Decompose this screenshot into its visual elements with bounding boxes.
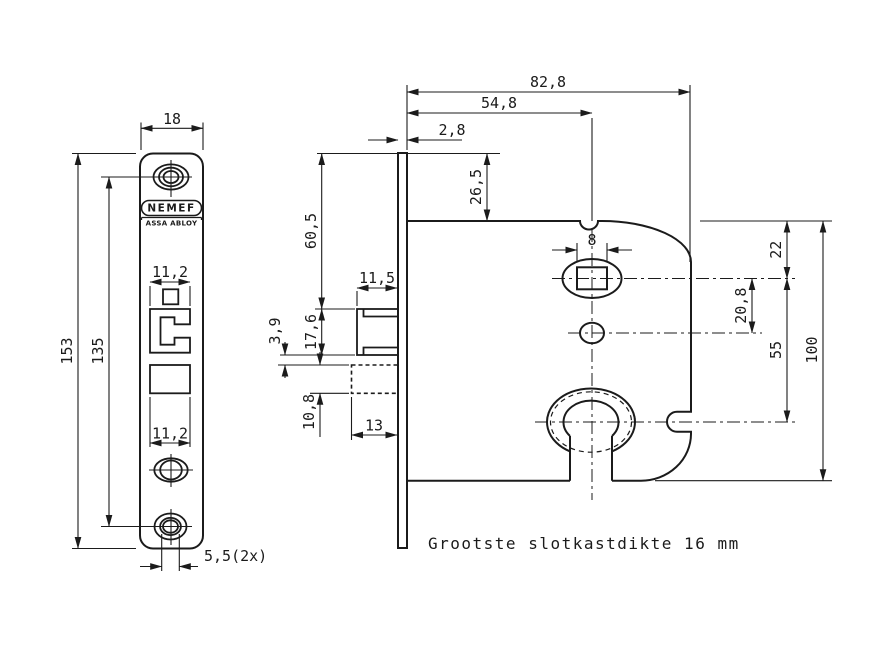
brand-logo-border	[140, 199, 203, 217]
dim-screw-holes: 5,5(2x)	[204, 547, 267, 565]
dim-bolt-cutout-width: 11,2	[152, 425, 188, 443]
side-view	[350, 152, 692, 549]
forend-plate	[397, 152, 408, 549]
latch-bolt	[356, 308, 399, 356]
dim-spindle-square: 8	[587, 231, 596, 249]
dim-latch-protrusion: 11,5	[359, 269, 395, 287]
keyhole	[546, 387, 636, 481]
brand-logo-text: NEMEF	[147, 203, 195, 215]
dim-total-depth: 82,8	[530, 73, 566, 91]
faceplate-outline	[139, 152, 204, 550]
deadbolt-hidden	[350, 364, 399, 395]
dim-case-height: 100	[803, 336, 821, 363]
middle-oval-hole	[153, 457, 189, 483]
dim-latch-cutout-width: 11,2	[152, 263, 188, 281]
latch-cutout	[149, 308, 191, 354]
dim-spindle-to-hole: 20,8	[732, 288, 750, 324]
dim-spindle-to-keyhole: 55	[767, 341, 785, 359]
dim-top-to-latch: 60,5	[302, 213, 320, 249]
bottom-screw-hole	[153, 512, 188, 541]
dim-latch-to-bolt: 3,9	[266, 317, 284, 344]
fixing-hole	[579, 321, 605, 345]
dim-top-to-case: 26,5	[467, 169, 485, 205]
top-screw-hole	[152, 163, 190, 191]
dimension-lines	[74, 88, 827, 570]
lock-case-outline	[407, 220, 692, 482]
dim-front-width: 18	[163, 110, 181, 128]
dim-latch-height: 17,6	[302, 314, 320, 350]
dim-bolt-protrusion: 13	[365, 417, 383, 435]
front-view	[139, 152, 204, 550]
dim-screw-pitch: 135	[89, 337, 107, 364]
dim-front-height: 153	[58, 337, 76, 364]
brand-underline	[140, 216, 203, 220]
dim-backset: 54,8	[481, 94, 517, 112]
dim-bolt-height: 10,8	[300, 394, 318, 430]
caption-text: Grootste slotkastdikte 16 mm	[428, 534, 740, 553]
brand-sub-text: ASSA ABLOY	[146, 220, 198, 228]
spindle-hole	[561, 258, 623, 299]
centerlines	[535, 229, 795, 500]
deadbolt-cutout	[149, 364, 191, 395]
dim-faceplate-thickness: 2,8	[438, 121, 465, 139]
follower-cutout	[162, 288, 180, 306]
dim-case-top-to-spindle: 22	[767, 241, 785, 259]
dimension-labels: 18 153 135 11,2 11,2 5,5(2x) 82,8 54,8 2…	[58, 73, 821, 565]
extension-lines	[72, 85, 832, 571]
